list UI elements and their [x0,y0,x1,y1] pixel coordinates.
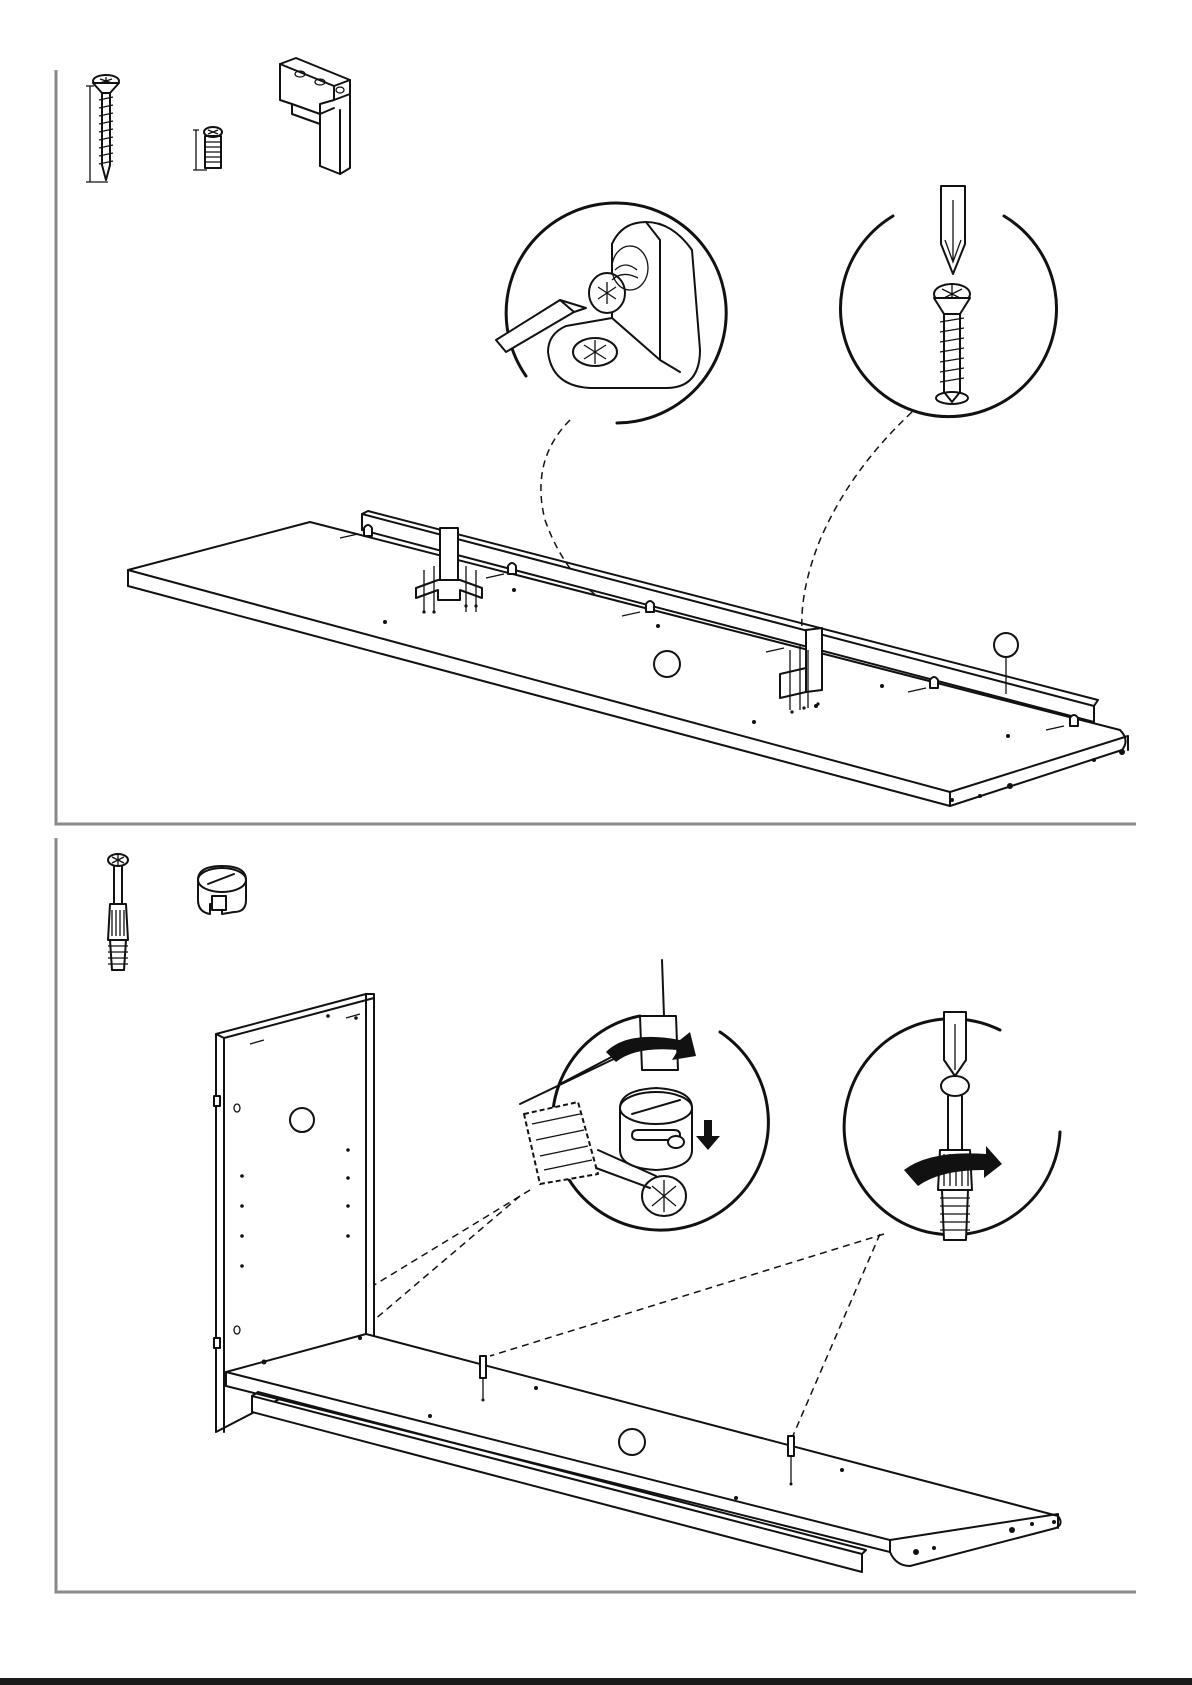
long-screw-icon [86,75,119,182]
connector-bolt-icon [108,854,128,970]
board-top-panel [128,511,1128,806]
corner-bracket-icon [280,58,350,174]
short-screw-icon [193,127,222,170]
page-bottom-bar [0,1678,1192,1685]
part-label-circle [994,633,1018,657]
board-bottom-panel [226,1334,1061,1572]
screw-insert-detail [802,186,1057,630]
cam-lock-icon [198,866,246,914]
